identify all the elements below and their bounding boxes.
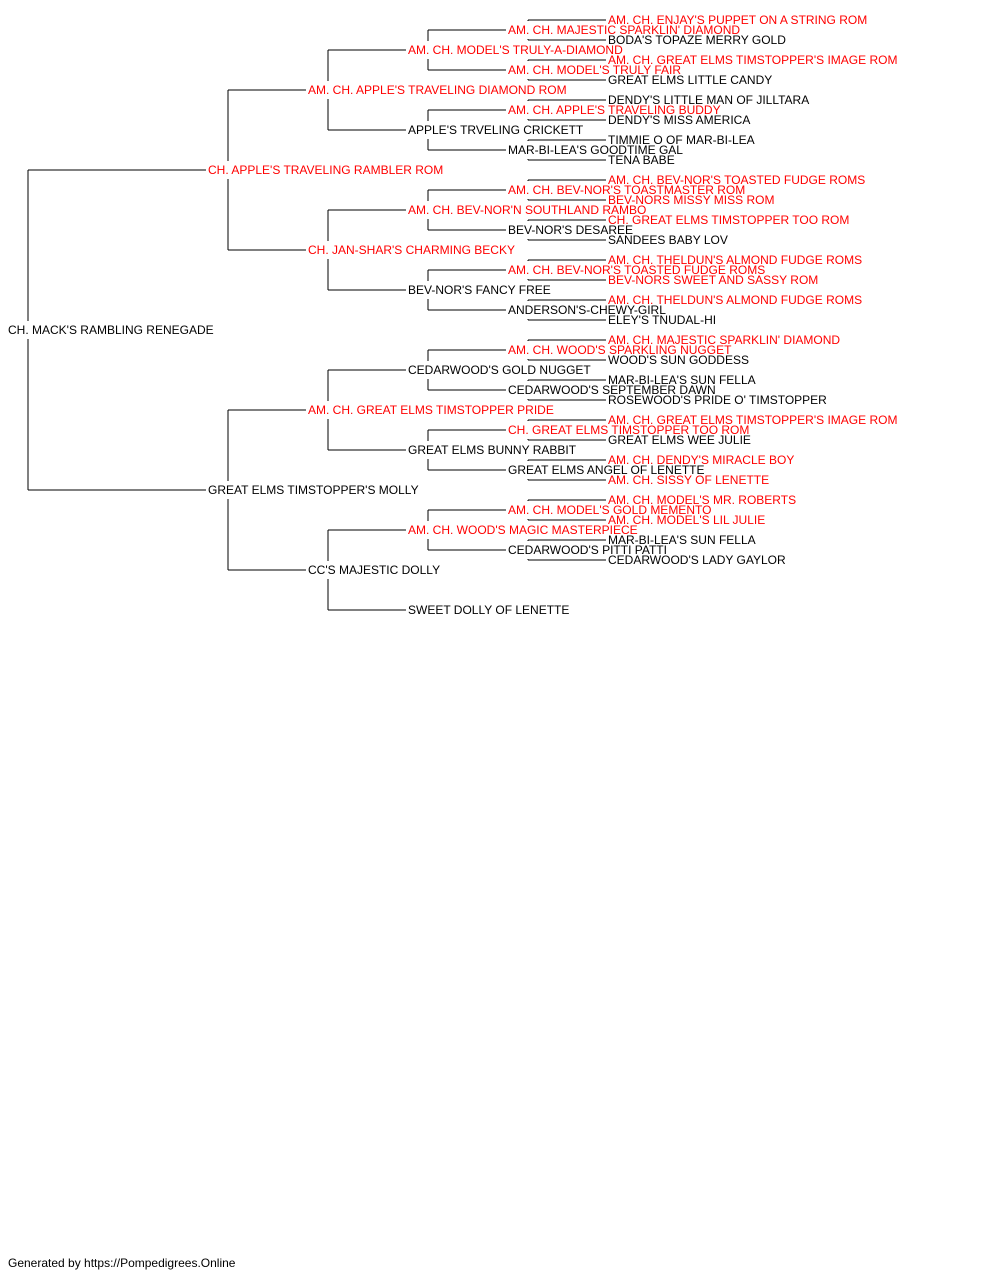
subject-name: CH. MACK'S RAMBLING RENEGADE [8, 323, 214, 337]
pedigree-labels: CH. MACK'S RAMBLING RENEGADE CH. APPLE'S … [8, 13, 897, 617]
parent-name: CH. APPLE'S TRAVELING RAMBLER ROM [208, 163, 443, 177]
gen5-ancestor-name: BEV-NORS MISSY MISS ROM [608, 193, 774, 207]
great-grandparent-name: CEDARWOOD'S GOLD NUGGET [408, 363, 591, 377]
gen5-ancestor-name: MAR-BI-LEA'S SUN FELLA [608, 373, 756, 387]
gen5-ancestor-name: BODA'S TOPAZE MERRY GOLD [608, 33, 786, 47]
gen5-ancestor-name: CH. GREAT ELMS TIMSTOPPER TOO ROM [608, 213, 849, 227]
gen4-ancestor-name: MAR-BI-LEA'S GOODTIME GAL [508, 143, 683, 157]
grandparent-name: CC'S MAJESTIC DOLLY [308, 563, 440, 577]
gen5-ancestor-name: ELEY'S TNUDAL-HI [608, 313, 716, 327]
gen4-ancestor-name: ANDERSON'S-CHEWY-GIRL [508, 303, 666, 317]
great-grandparent-name: GREAT ELMS BUNNY RABBIT [408, 443, 577, 457]
grandparent-name: CH. JAN-SHAR'S CHARMING BECKY [308, 243, 515, 257]
gen5-ancestor-name: AM. CH. THELDUN'S ALMOND FUDGE ROMS [608, 293, 862, 307]
great-grandparent-name: AM. CH. BEV-NOR'N SOUTHLAND RAMBO [408, 203, 646, 217]
grandparent-name: AM. CH. GREAT ELMS TIMSTOPPER PRIDE [308, 403, 554, 417]
gen5-ancestor-name: SANDEES BABY LOV [608, 233, 728, 247]
gen5-ancestor-name: AM. CH. MODEL'S MR. ROBERTS [608, 493, 796, 507]
gen5-ancestor-name: AM. CH. ENJAY'S PUPPET ON A STRING ROM [608, 13, 867, 27]
gen4-ancestor-name: AM. CH. BEV-NOR'S TOASTED FUDGE ROMS [508, 263, 765, 277]
great-grandparent-name: AM. CH. MODEL'S TRULY-A-DIAMOND [408, 43, 623, 57]
gen5-ancestor-name: AM. CH. BEV-NOR'S TOASTED FUDGE ROMS [608, 173, 865, 187]
gen4-ancestor-name: AM. CH. MODEL'S GOLD MEMENTO [508, 503, 711, 517]
pedigree-connector-lines [27, 19, 606, 611]
gen5-ancestor-name: AM. CH. GREAT ELMS TIMSTOPPER'S IMAGE RO… [608, 53, 897, 67]
gen5-ancestor-name: GREAT ELMS WEE JULIE [608, 433, 751, 447]
gen5-ancestor-name: AM. CH. THELDUN'S ALMOND FUDGE ROMS [608, 253, 862, 267]
gen5-ancestor-name: WOOD'S SUN GODDESS [608, 353, 749, 367]
grandparent-name: AM. CH. APPLE'S TRAVELING DIAMOND ROM [308, 83, 567, 97]
gen5-ancestor-name: GREAT ELMS LITTLE CANDY [608, 73, 772, 87]
gen5-ancestor-name: AM. CH. MAJESTIC SPARKLIN' DIAMOND [608, 333, 840, 347]
gen5-ancestor-name: AM. CH. SISSY OF LENETTE [608, 473, 769, 487]
gen5-ancestor-name: CEDARWOOD'S LADY GAYLOR [608, 553, 786, 567]
gen5-ancestor-name: TENA BABE [608, 153, 675, 167]
gen4-ancestor-name: BEV-NOR'S DESAREE [508, 223, 633, 237]
gen4-ancestor-name: CEDARWOOD'S PITTI PATTI [508, 543, 667, 557]
gen5-ancestor-name: TIMMIE O OF MAR-BI-LEA [608, 133, 755, 147]
gen5-ancestor-name: ROSEWOOD'S PRIDE O' TIMSTOPPER [608, 393, 827, 407]
gen4-ancestor-name: AM. CH. MAJESTIC SPARKLIN' DIAMOND [508, 23, 740, 37]
gen5-ancestor-name: AM. CH. DENDY'S MIRACLE BOY [608, 453, 794, 467]
gen5-ancestor-name: MAR-BI-LEA'S SUN FELLA [608, 533, 756, 547]
gen5-ancestor-name: DENDY'S MISS AMERICA [608, 113, 750, 127]
footer-credit: Generated by https://Pompedigrees.Online [8, 1256, 236, 1270]
gen4-ancestor-name: AM. CH. WOOD'S SPARKLING NUGGET [508, 343, 732, 357]
gen5-ancestor-name: DENDY'S LITTLE MAN OF JILLTARA [608, 93, 809, 107]
great-grandparent-name: APPLE'S TRVELING CRICKETT [408, 123, 584, 137]
gen4-ancestor-name: AM. CH. MODEL'S TRULY FAIR [508, 63, 681, 77]
parent-name: GREAT ELMS TIMSTOPPER'S MOLLY [208, 483, 419, 497]
gen4-ancestor-name: CEDARWOOD'S SEPTEMBER DAWN [508, 383, 716, 397]
gen4-ancestor-name: AM. CH. APPLE'S TRAVELING BUDDY [508, 103, 721, 117]
gen4-ancestor-name: CH. GREAT ELMS TIMSTOPPER TOO ROM [508, 423, 749, 437]
gen4-ancestor-name: AM. CH. BEV-NOR'S TOASTMASTER ROM [508, 183, 745, 197]
gen5-ancestor-name: BEV-NORS SWEET AND SASSY ROM [608, 273, 818, 287]
great-grandparent-name: SWEET DOLLY OF LENETTE [408, 603, 569, 617]
gen5-ancestor-name: AM. CH. GREAT ELMS TIMSTOPPER'S IMAGE RO… [608, 413, 897, 427]
great-grandparent-name: BEV-NOR'S FANCY FREE [408, 283, 551, 297]
gen4-ancestor-name: GREAT ELMS ANGEL OF LENETTE [508, 463, 705, 477]
gen5-ancestor-name: AM. CH. MODEL'S LIL JULIE [608, 513, 765, 527]
great-grandparent-name: AM. CH. WOOD'S MAGIC MASTERPIECE [408, 523, 638, 537]
